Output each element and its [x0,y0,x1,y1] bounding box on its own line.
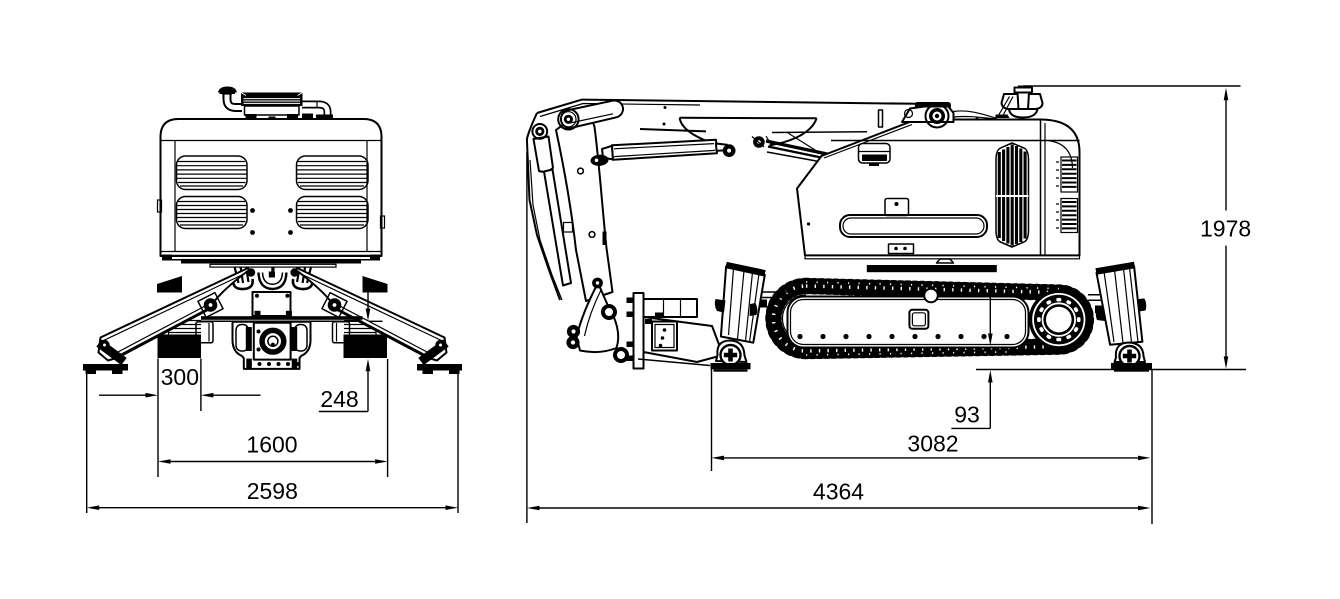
svg-text:2598: 2598 [247,478,298,504]
svg-text:248: 248 [320,386,358,412]
svg-text:93: 93 [954,402,980,428]
svg-text:4364: 4364 [813,479,864,505]
svg-text:3082: 3082 [907,431,958,457]
svg-text:1600: 1600 [246,432,297,458]
svg-text:300: 300 [161,364,199,390]
svg-text:1978: 1978 [1200,216,1251,242]
